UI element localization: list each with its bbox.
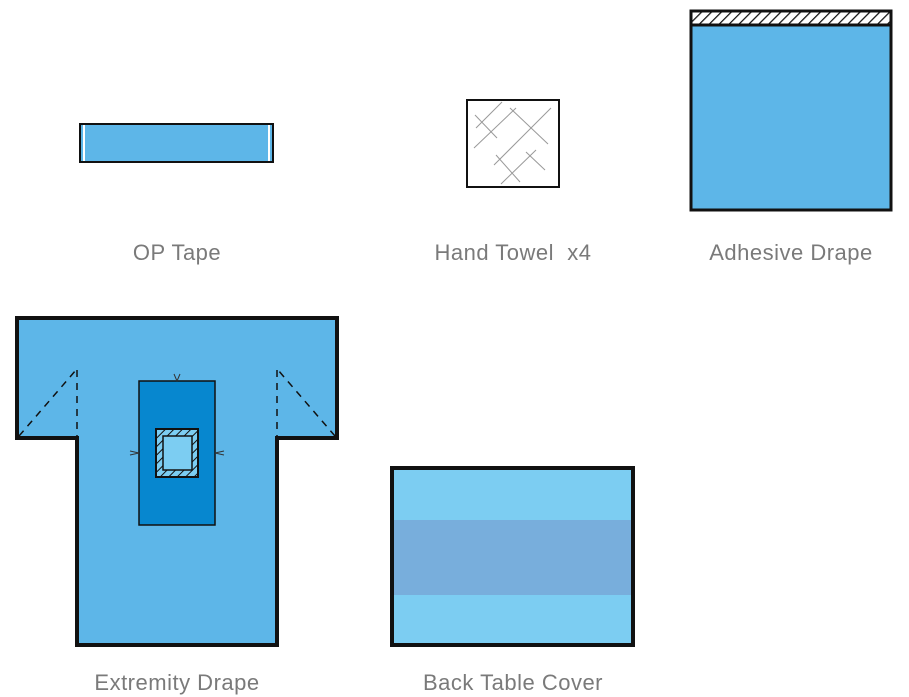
hand-towel-drawing	[466, 99, 560, 188]
extremity-drape-label: Extremity Drape	[94, 670, 260, 695]
adhesive-drape-drawing	[689, 9, 893, 212]
extremity-drape-drawing	[15, 316, 339, 647]
adhesive-drape-label: Adhesive Drape	[709, 240, 873, 265]
op-tape-label: OP Tape	[132, 240, 222, 265]
back-table-cover-drawing	[390, 466, 635, 647]
back-table-cover-label: Back Table Cover	[422, 670, 603, 695]
op-tape-drawing	[79, 123, 274, 163]
hand-towel-label: Hand Towel x4	[434, 240, 592, 265]
